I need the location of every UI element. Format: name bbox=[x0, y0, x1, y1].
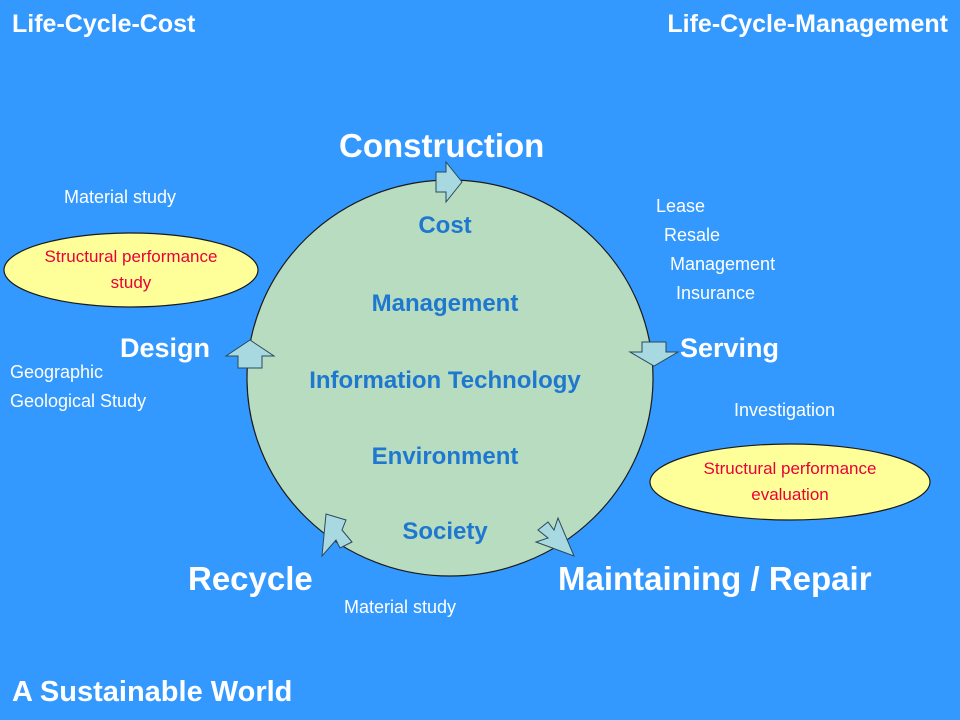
stage-design: Design bbox=[120, 333, 211, 363]
note-resale: Resale bbox=[664, 225, 721, 245]
stage-recycle: Recycle bbox=[188, 560, 313, 597]
left-ellipse-text: Structural performance study bbox=[4, 244, 258, 296]
note-management: Management bbox=[670, 254, 776, 274]
center-item-information-technology: Information Technology bbox=[309, 367, 581, 394]
center-item-management: Management bbox=[371, 290, 519, 317]
stage-maintaining-repair: Maintaining / Repair bbox=[558, 560, 872, 597]
top-arrow-icon bbox=[435, 160, 463, 204]
left-ellipse-line2: study bbox=[110, 273, 152, 292]
life-cycle-management-title: Life-Cycle-Management bbox=[667, 10, 948, 38]
right-ellipse-line2: evaluation bbox=[751, 485, 829, 504]
note-material-study-top: Material study bbox=[64, 187, 177, 207]
stage-construction: Construction bbox=[339, 127, 545, 164]
stage-serving: Serving bbox=[680, 333, 780, 363]
center-item-environment: Environment bbox=[371, 443, 519, 470]
sustainable-world-title: A Sustainable World bbox=[12, 676, 293, 708]
note-material-study-bottom: Material study bbox=[344, 597, 457, 617]
note-lease: Lease bbox=[656, 196, 706, 216]
right-arrow-icon bbox=[628, 341, 680, 367]
right-ellipse-line1: Structural performance bbox=[703, 459, 877, 478]
note-geological-study: Geological Study bbox=[10, 391, 147, 411]
bottom-left-arrow-icon bbox=[321, 513, 353, 558]
life-cycle-cost-title: Life-Cycle-Cost bbox=[12, 10, 196, 38]
left-ellipse bbox=[3, 232, 259, 308]
left-arrow-icon bbox=[224, 339, 276, 369]
right-ellipse-text: Structural performance evaluation bbox=[650, 456, 930, 508]
note-investigation: Investigation bbox=[734, 400, 836, 420]
center-item-cost: Cost bbox=[418, 212, 472, 239]
right-ellipse bbox=[649, 443, 931, 521]
left-ellipse-line1: Structural performance bbox=[44, 247, 218, 266]
center-item-society: Society bbox=[402, 518, 488, 545]
note-insurance: Insurance bbox=[676, 283, 756, 303]
bottom-right-arrow-icon bbox=[534, 516, 575, 557]
note-geographic: Geographic bbox=[10, 362, 104, 382]
